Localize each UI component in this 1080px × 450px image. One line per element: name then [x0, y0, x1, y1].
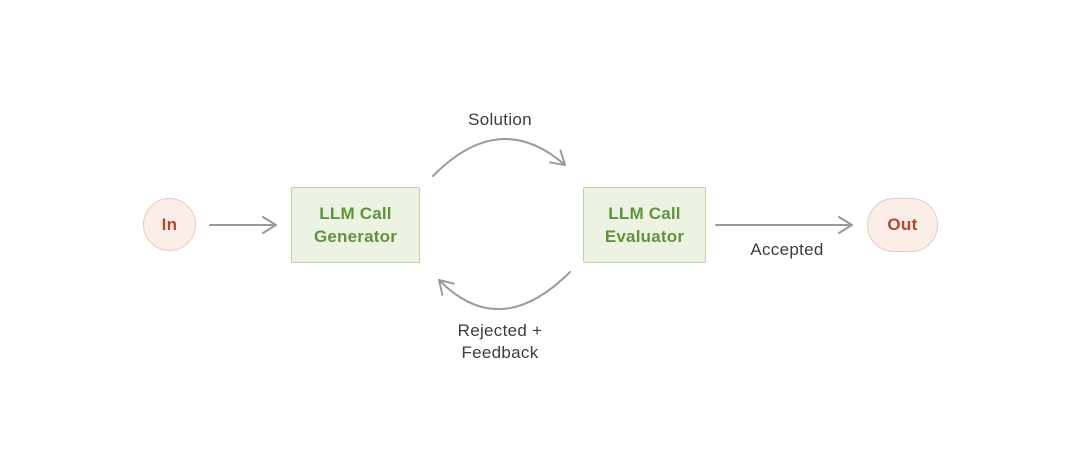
rejected-label-line2: Feedback [461, 343, 539, 362]
input-node-label: In [161, 214, 178, 234]
generator-label-line1: LLM Call [319, 204, 392, 223]
input-node: In [143, 198, 196, 251]
rejected-feedback-edge-label: Rejected + Feedback [405, 320, 595, 364]
solution-edge-label: Solution [468, 110, 532, 129]
evaluator-label-line1: LLM Call [608, 204, 681, 223]
generator-label-line2: Generator [313, 227, 398, 246]
llm-call-generator-box: LLM Call Generator [291, 187, 420, 263]
evaluator-label-line2: Evaluator [604, 227, 685, 246]
llm-call-evaluator-box: LLM Call Evaluator [583, 187, 706, 263]
arrow-rejected-evaluator-to-generator [438, 271, 571, 311]
rejected-label-line1: Rejected + [457, 321, 543, 340]
accepted-edge-label: Accepted [750, 240, 824, 259]
output-node: Out [867, 198, 938, 252]
output-node-label: Out [887, 215, 918, 234]
arrow-solution-generator-to-evaluator [432, 138, 566, 177]
